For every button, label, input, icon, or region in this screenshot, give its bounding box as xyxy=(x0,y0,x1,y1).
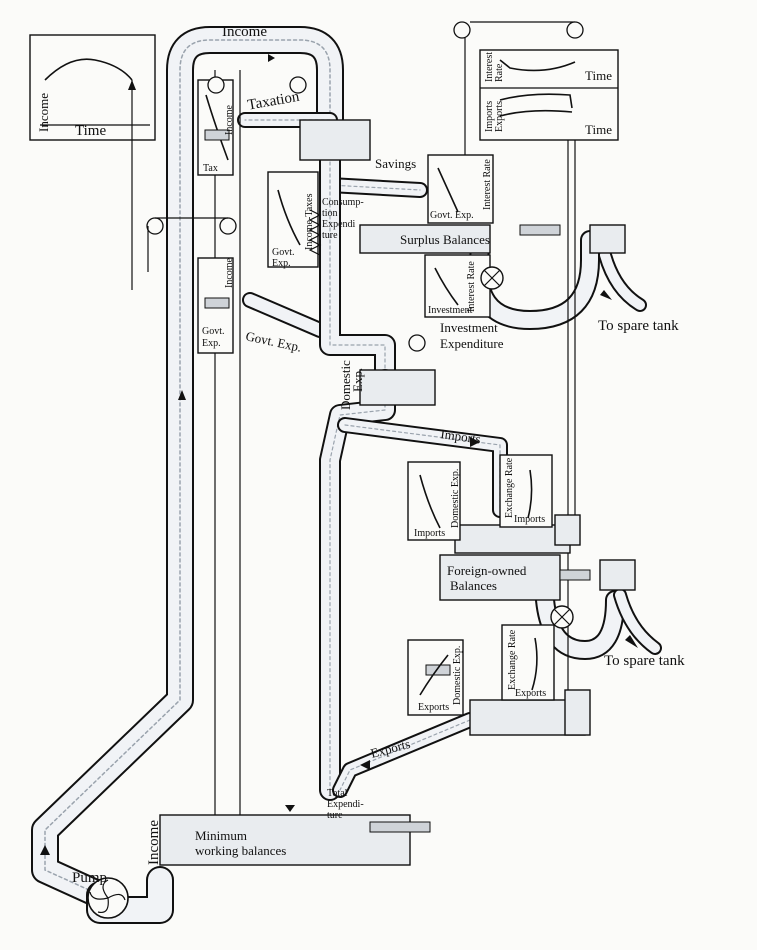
svg-text:Imports: Imports xyxy=(514,514,545,525)
svg-text:Income: Income xyxy=(224,257,235,288)
exports-exchange-box xyxy=(501,624,555,701)
svg-text:Domestic Exp.: Domestic Exp. xyxy=(452,646,463,705)
label-savings: Savings xyxy=(375,156,416,171)
imports-domestic-box xyxy=(407,461,461,541)
label-consumption-2: tion xyxy=(322,208,338,219)
label-taxation: Taxation xyxy=(246,89,301,114)
label-surplus-balances: Surplus Balances xyxy=(400,232,490,247)
label-min-balances-2: working balances xyxy=(195,843,286,858)
label-investment-2: Expenditure xyxy=(440,336,504,351)
rate-graph-ylabel2: Rate xyxy=(494,63,505,82)
svg-text:Investment: Investment xyxy=(428,305,473,316)
tanks xyxy=(159,119,636,866)
label-total-exp-1: Total xyxy=(327,788,348,799)
label-spare-tank-2: To spare tank xyxy=(604,653,685,669)
svg-text:Domestic Exp.: Domestic Exp. xyxy=(450,469,461,528)
label-min-balances-1: Minimum xyxy=(195,828,247,843)
trade-graph-xlabel: Time xyxy=(585,122,612,137)
svg-text:Exp.: Exp. xyxy=(272,258,291,269)
investment-box xyxy=(424,254,491,318)
flow-labels: Income Taxation Savings Surplus Balances… xyxy=(72,24,685,886)
svg-text:Income: Income xyxy=(224,104,235,135)
label-total-exp-2: Expendi- xyxy=(327,799,364,810)
label-imports-flow: Imports xyxy=(440,426,482,446)
label-foreign-balances-2: Balances xyxy=(450,578,497,593)
pipe-network xyxy=(31,26,662,924)
min-balances-tank xyxy=(159,814,411,866)
income-graph-ylabel: Income xyxy=(36,93,51,132)
exports-domestic-box xyxy=(407,639,464,716)
govt-exp-rate-box xyxy=(427,154,494,224)
label-consumption-3: Expendi xyxy=(322,219,356,230)
rate-graph: Interest Rate Time Imports Exports Time xyxy=(453,21,619,155)
label-income-vertical: Income xyxy=(146,820,162,865)
label-domestic-exp-1: Domestic xyxy=(338,360,353,410)
svg-text:Imports: Imports xyxy=(414,528,445,539)
label-domestic-exp-2: Exp. xyxy=(350,368,365,392)
svg-text:Exchange Rate: Exchange Rate xyxy=(507,629,518,690)
svg-text:Interest Rate: Interest Rate xyxy=(482,159,493,210)
income-graph-xlabel: Time xyxy=(75,123,106,139)
control-boxes: Income Tax Income Govt. Exp. Income-Taxe… xyxy=(197,79,555,716)
svg-text:Govt.: Govt. xyxy=(202,326,225,337)
label-pump: Pump xyxy=(72,870,107,886)
svg-text:Interest Rate: Interest Rate xyxy=(466,261,477,312)
svg-text:Govt.: Govt. xyxy=(272,247,295,258)
label-consumption-4: ture xyxy=(322,230,338,241)
trade-graph-ylabel2: Exports xyxy=(494,101,505,132)
imports-exchange-box xyxy=(499,454,553,528)
svg-text:Govt. Exp.: Govt. Exp. xyxy=(430,210,474,221)
surplus-balances-tank xyxy=(359,224,491,254)
rate-graph-xlabel: Time xyxy=(585,68,612,83)
svg-text:Tax: Tax xyxy=(203,163,218,174)
svg-text:Exports: Exports xyxy=(418,702,449,713)
flow-arrows xyxy=(40,54,638,855)
trade-graph-ylabel1: Imports xyxy=(484,101,495,132)
svg-text:Exp.: Exp. xyxy=(202,338,221,349)
label-spare-tank-1: To spare tank xyxy=(598,318,679,334)
rate-graph-ylabel1: Interest xyxy=(484,52,495,82)
label-income-top: Income xyxy=(222,24,267,40)
label-govt-exp: Govt. Exp. xyxy=(244,328,303,354)
income-graph: Income Time xyxy=(29,34,156,290)
foreign-balances-tank xyxy=(439,554,561,601)
mechanics xyxy=(87,76,591,919)
svg-text:Income-Taxes: Income-Taxes xyxy=(304,193,315,250)
label-consumption-1: Consump- xyxy=(322,197,364,208)
label-total-exp-3: ture xyxy=(327,810,343,821)
label-investment-1: Investment xyxy=(440,320,498,335)
label-foreign-balances-1: Foreign-owned xyxy=(447,563,527,578)
svg-text:Exports: Exports xyxy=(515,688,546,699)
svg-text:Exchange Rate: Exchange Rate xyxy=(504,457,515,518)
